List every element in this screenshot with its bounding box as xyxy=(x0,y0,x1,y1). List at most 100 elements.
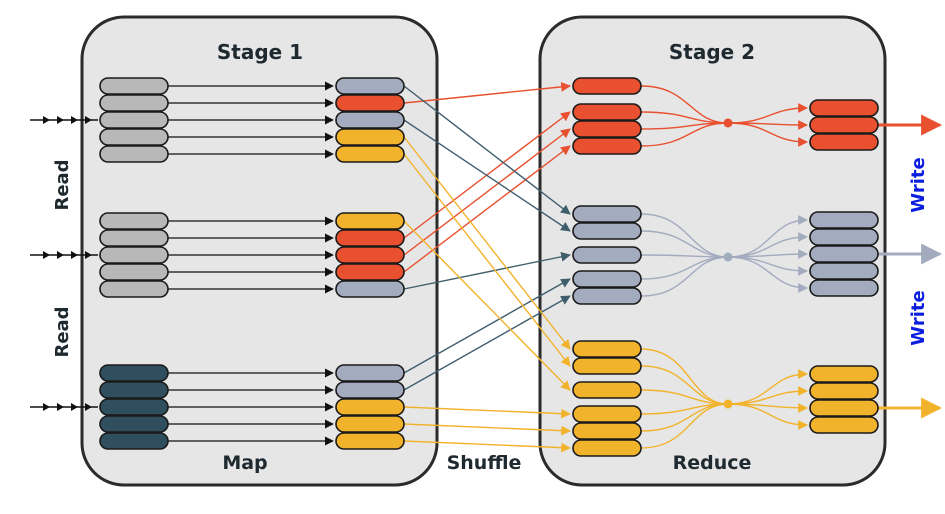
read-label-bottom: Read xyxy=(52,306,73,357)
map-output-yellow xyxy=(335,432,405,450)
write-label-bottom: Write xyxy=(908,290,929,345)
shuffle-input-yellow xyxy=(572,357,642,375)
input-partition-gray xyxy=(99,246,169,264)
input-partition-gray xyxy=(99,111,169,129)
shuffle-arrow-blue xyxy=(403,278,571,374)
reduce-split-yellow xyxy=(727,403,808,430)
shuffle-input-yellow xyxy=(572,381,642,399)
reduce-output-red xyxy=(809,133,879,151)
shuffle-input-blue xyxy=(572,205,642,223)
read-arrow-head xyxy=(43,251,50,259)
reduce-output-yellow xyxy=(809,399,879,417)
reduce-output-blue xyxy=(809,262,879,280)
reduce-merge-blue xyxy=(640,256,729,297)
shuffle-arrow-yellow xyxy=(403,136,571,350)
shuffle-arrow-red xyxy=(403,82,571,104)
shuffle-arrow-yellow xyxy=(403,220,571,391)
read-arrow-head xyxy=(85,116,92,124)
input-partition-gray xyxy=(99,263,169,281)
reduce-merge-yellow xyxy=(640,348,729,405)
shuffle-label: Shuffle xyxy=(447,452,522,474)
shuffle-input-red xyxy=(572,137,642,155)
shuffle-arrow-yellow xyxy=(403,440,571,453)
stage2-title: Stage 2 xyxy=(669,40,755,64)
read-arrow-head xyxy=(71,403,78,411)
reduce-label: Reduce xyxy=(673,452,752,474)
map-output-blue xyxy=(335,111,405,129)
read-arrow-head xyxy=(85,251,92,259)
reduce-merge-yellow xyxy=(640,389,729,405)
map-output-yellow xyxy=(335,128,405,146)
read-arrow-head xyxy=(71,116,78,124)
input-partition-gray xyxy=(99,229,169,247)
reduce-merge-blue xyxy=(640,213,729,258)
map-output-yellow xyxy=(335,415,405,433)
input-partition-gray xyxy=(99,145,169,163)
shuffle-input-blue xyxy=(572,270,642,288)
reduce-merge-red xyxy=(640,85,729,124)
map-output-yellow xyxy=(335,145,405,163)
read-arrow-head xyxy=(57,116,64,124)
shuffle-arrow-red xyxy=(403,128,571,256)
input-partition-gray xyxy=(99,212,169,230)
input-partition-gray xyxy=(99,94,169,112)
reduce-split-red xyxy=(727,122,808,147)
read-label-top: Read xyxy=(52,159,73,210)
map-output-blue xyxy=(335,280,405,298)
read-arrow-head xyxy=(43,403,50,411)
reduce-hub-red xyxy=(723,118,733,128)
shuffle-input-blue xyxy=(572,246,642,264)
reduce-output-yellow xyxy=(809,416,879,434)
reduce-output-blue xyxy=(809,245,879,263)
input-partition-dark xyxy=(99,398,169,416)
shuffle-arrow-red xyxy=(403,145,571,273)
shuffle-input-red xyxy=(572,103,642,121)
map-output-yellow xyxy=(335,212,405,230)
shuffle-input-blue xyxy=(572,222,642,240)
map-output-blue xyxy=(335,381,405,399)
map-output-red xyxy=(335,94,405,112)
map-output-red xyxy=(335,229,405,247)
write-label-top: Write xyxy=(908,157,929,212)
reduce-merge-red xyxy=(640,122,729,147)
input-partition-gray xyxy=(99,77,169,95)
map-output-blue xyxy=(335,77,405,95)
shuffle-arrow-blue xyxy=(403,295,571,391)
input-partition-dark xyxy=(99,432,169,450)
input-partition-gray xyxy=(99,128,169,146)
reduce-output-yellow xyxy=(809,365,879,383)
reduce-hub-yellow xyxy=(723,399,733,409)
shuffle-arrow-yellow xyxy=(403,423,571,436)
reduce-output-yellow xyxy=(809,382,879,400)
shuffle-input-yellow xyxy=(572,405,642,423)
input-partition-gray xyxy=(99,280,169,298)
input-partition-dark xyxy=(99,381,169,399)
read-arrow-head xyxy=(71,251,78,259)
read-arrow-head xyxy=(85,403,92,411)
read-arrow-head xyxy=(57,251,64,259)
shuffle-arrow-blue xyxy=(403,119,571,232)
read-arrow-head xyxy=(57,403,64,411)
shuffle-input-yellow xyxy=(572,340,642,358)
map-label: Map xyxy=(222,452,267,474)
shuffle-input-red xyxy=(572,120,642,138)
reduce-split-blue xyxy=(727,256,808,293)
read-arrow-head xyxy=(43,116,50,124)
map-output-blue xyxy=(335,364,405,382)
input-partition-dark xyxy=(99,415,169,433)
map-output-red xyxy=(335,263,405,281)
reduce-merge-blue xyxy=(640,230,729,258)
reduce-output-red xyxy=(809,99,879,117)
stage1-title: Stage 1 xyxy=(217,40,303,64)
reduce-merge-yellow xyxy=(640,403,729,449)
reduce-output-blue xyxy=(809,211,879,229)
shuffle-arrow-yellow xyxy=(403,153,571,367)
shuffle-arrow-yellow xyxy=(403,406,571,419)
input-partition-dark xyxy=(99,364,169,382)
shuffle-input-red xyxy=(572,77,642,95)
reduce-hub-blue xyxy=(723,252,733,262)
shuffle-arrow-blue xyxy=(403,85,571,215)
reduce-output-blue xyxy=(809,228,879,246)
reduce-output-blue xyxy=(809,279,879,297)
